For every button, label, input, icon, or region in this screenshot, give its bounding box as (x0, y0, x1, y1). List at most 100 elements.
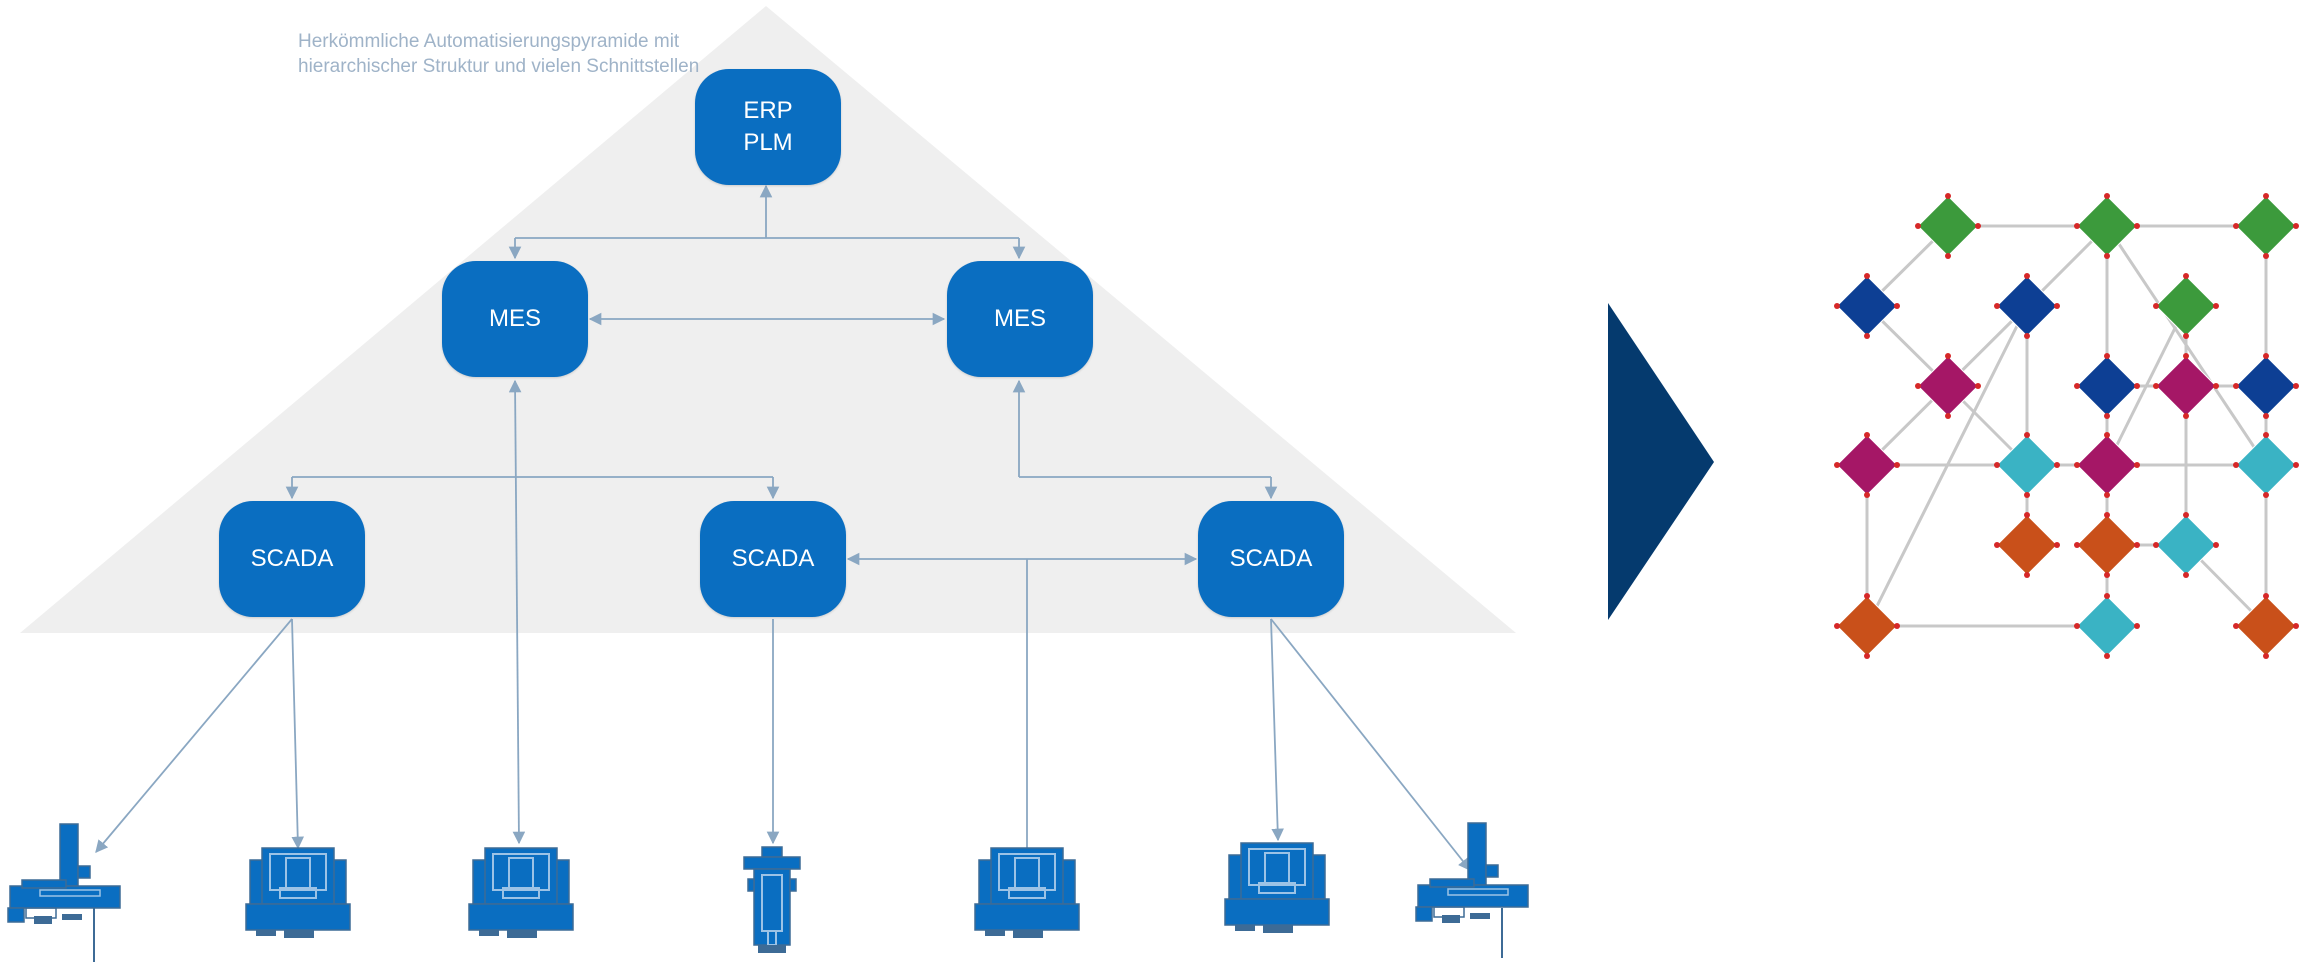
network-joint (1915, 223, 1921, 229)
network-joint (1864, 653, 1870, 659)
network-joint (1915, 383, 1921, 389)
network-joint (2293, 223, 2299, 229)
network-joint (2233, 462, 2239, 468)
network-link (1865, 305, 2029, 627)
connector-scada-right-machine-2 (1270, 618, 1471, 871)
press-machine-icon (468, 847, 574, 939)
network-joint (1834, 462, 1840, 468)
network-joint (1945, 193, 1951, 199)
network-joint (2293, 623, 2299, 629)
network-joint (1945, 353, 1951, 359)
orange-diamond-node (1836, 595, 1898, 657)
cyan-diamond-node (2235, 434, 2297, 496)
press-machine-icon (245, 847, 351, 939)
orange-diamond-node (1996, 514, 2058, 576)
network-joint (2024, 512, 2030, 518)
network-joint (1894, 462, 1900, 468)
network-joint (2263, 413, 2269, 419)
network-joint (1834, 623, 1840, 629)
network-joint (2104, 572, 2110, 578)
machine-row (7, 822, 1529, 954)
network-joint (1994, 303, 2000, 309)
network-joint (2054, 542, 2060, 548)
network-link (2105, 305, 2188, 466)
network-joint (2134, 542, 2140, 548)
network-joint (1894, 623, 1900, 629)
network-joint (1945, 253, 1951, 259)
network-joint (2183, 273, 2189, 279)
network-joint (2153, 303, 2159, 309)
network-joint (2104, 353, 2110, 359)
network-joint (1864, 432, 1870, 438)
network-joint (2104, 512, 2110, 518)
network-joint (1894, 303, 1900, 309)
network-joint (2213, 303, 2219, 309)
network-joint (2263, 193, 2269, 199)
blue-diamond-node (2235, 355, 2297, 417)
erp-plm-node[interactable]: ERP PLM (695, 69, 841, 185)
magenta-diamond-node (2155, 355, 2217, 417)
mes-right-node[interactable]: MES (947, 261, 1093, 377)
network-joint (2024, 572, 2030, 578)
magenta-diamond-node (2076, 434, 2138, 496)
orange-diamond-node (2076, 514, 2138, 576)
network-joint (2074, 383, 2080, 389)
network-joint (1864, 593, 1870, 599)
network-joint (2263, 593, 2269, 599)
network-joint (2104, 413, 2110, 419)
press-machine-icon (1224, 842, 1330, 934)
connector-scada-right-machine-1 (1270, 618, 1284, 842)
network-joint (2183, 572, 2189, 578)
network-joint (2213, 383, 2219, 389)
network-joint (2104, 653, 2110, 659)
network-joint (2293, 383, 2299, 389)
network-joint (1864, 273, 1870, 279)
connector-scada-left-machine-2 (291, 618, 305, 850)
connector-lines (95, 184, 1471, 871)
milling-machine-icon (7, 823, 121, 925)
network-joint (2183, 413, 2189, 419)
network-joint (1975, 383, 1981, 389)
network-joint (1834, 303, 1840, 309)
network-joint (2104, 253, 2110, 259)
scada-center-node[interactable]: SCADA (700, 501, 846, 617)
network-joint (2024, 333, 2030, 339)
transition-arrow-icon (1608, 303, 1714, 620)
network-joint (2074, 623, 2080, 629)
network-joint (2263, 432, 2269, 438)
network-joint (2183, 353, 2189, 359)
connector-scada-left-machine-1 (95, 618, 293, 853)
green-diamond-node (2155, 275, 2217, 337)
network-joint (2024, 432, 2030, 438)
network-joint (2134, 462, 2140, 468)
network-joint (2213, 542, 2219, 548)
blue-diamond-node (2076, 355, 2138, 417)
network-joint (1994, 542, 2000, 548)
pyramid-caption: Herkömmliche Automatisierungspyramide mi… (298, 31, 700, 77)
network-joint (2263, 353, 2269, 359)
network-joint (2153, 383, 2159, 389)
drill-tower-icon (743, 846, 801, 954)
network-joint (1975, 223, 1981, 229)
network-joint (2233, 623, 2239, 629)
mes-left-node[interactable]: MES (442, 261, 588, 377)
network-joint (2153, 542, 2159, 548)
network-joint (2134, 223, 2140, 229)
green-diamond-node (2235, 195, 2297, 257)
network-joint (2104, 193, 2110, 199)
network-joint (2233, 223, 2239, 229)
network-joint (1945, 413, 1951, 419)
network-joint (1864, 492, 1870, 498)
network-joint (2293, 462, 2299, 468)
scada-left-node[interactable]: SCADA (219, 501, 365, 617)
milling-machine-icon (1415, 822, 1529, 924)
network-joint (2263, 492, 2269, 498)
network-joint (2054, 462, 2060, 468)
scada-right-node[interactable]: SCADA (1198, 501, 1344, 617)
network-joint (2104, 593, 2110, 599)
network-joint (2074, 542, 2080, 548)
network-graph (1834, 193, 2299, 659)
network-joint (2263, 653, 2269, 659)
